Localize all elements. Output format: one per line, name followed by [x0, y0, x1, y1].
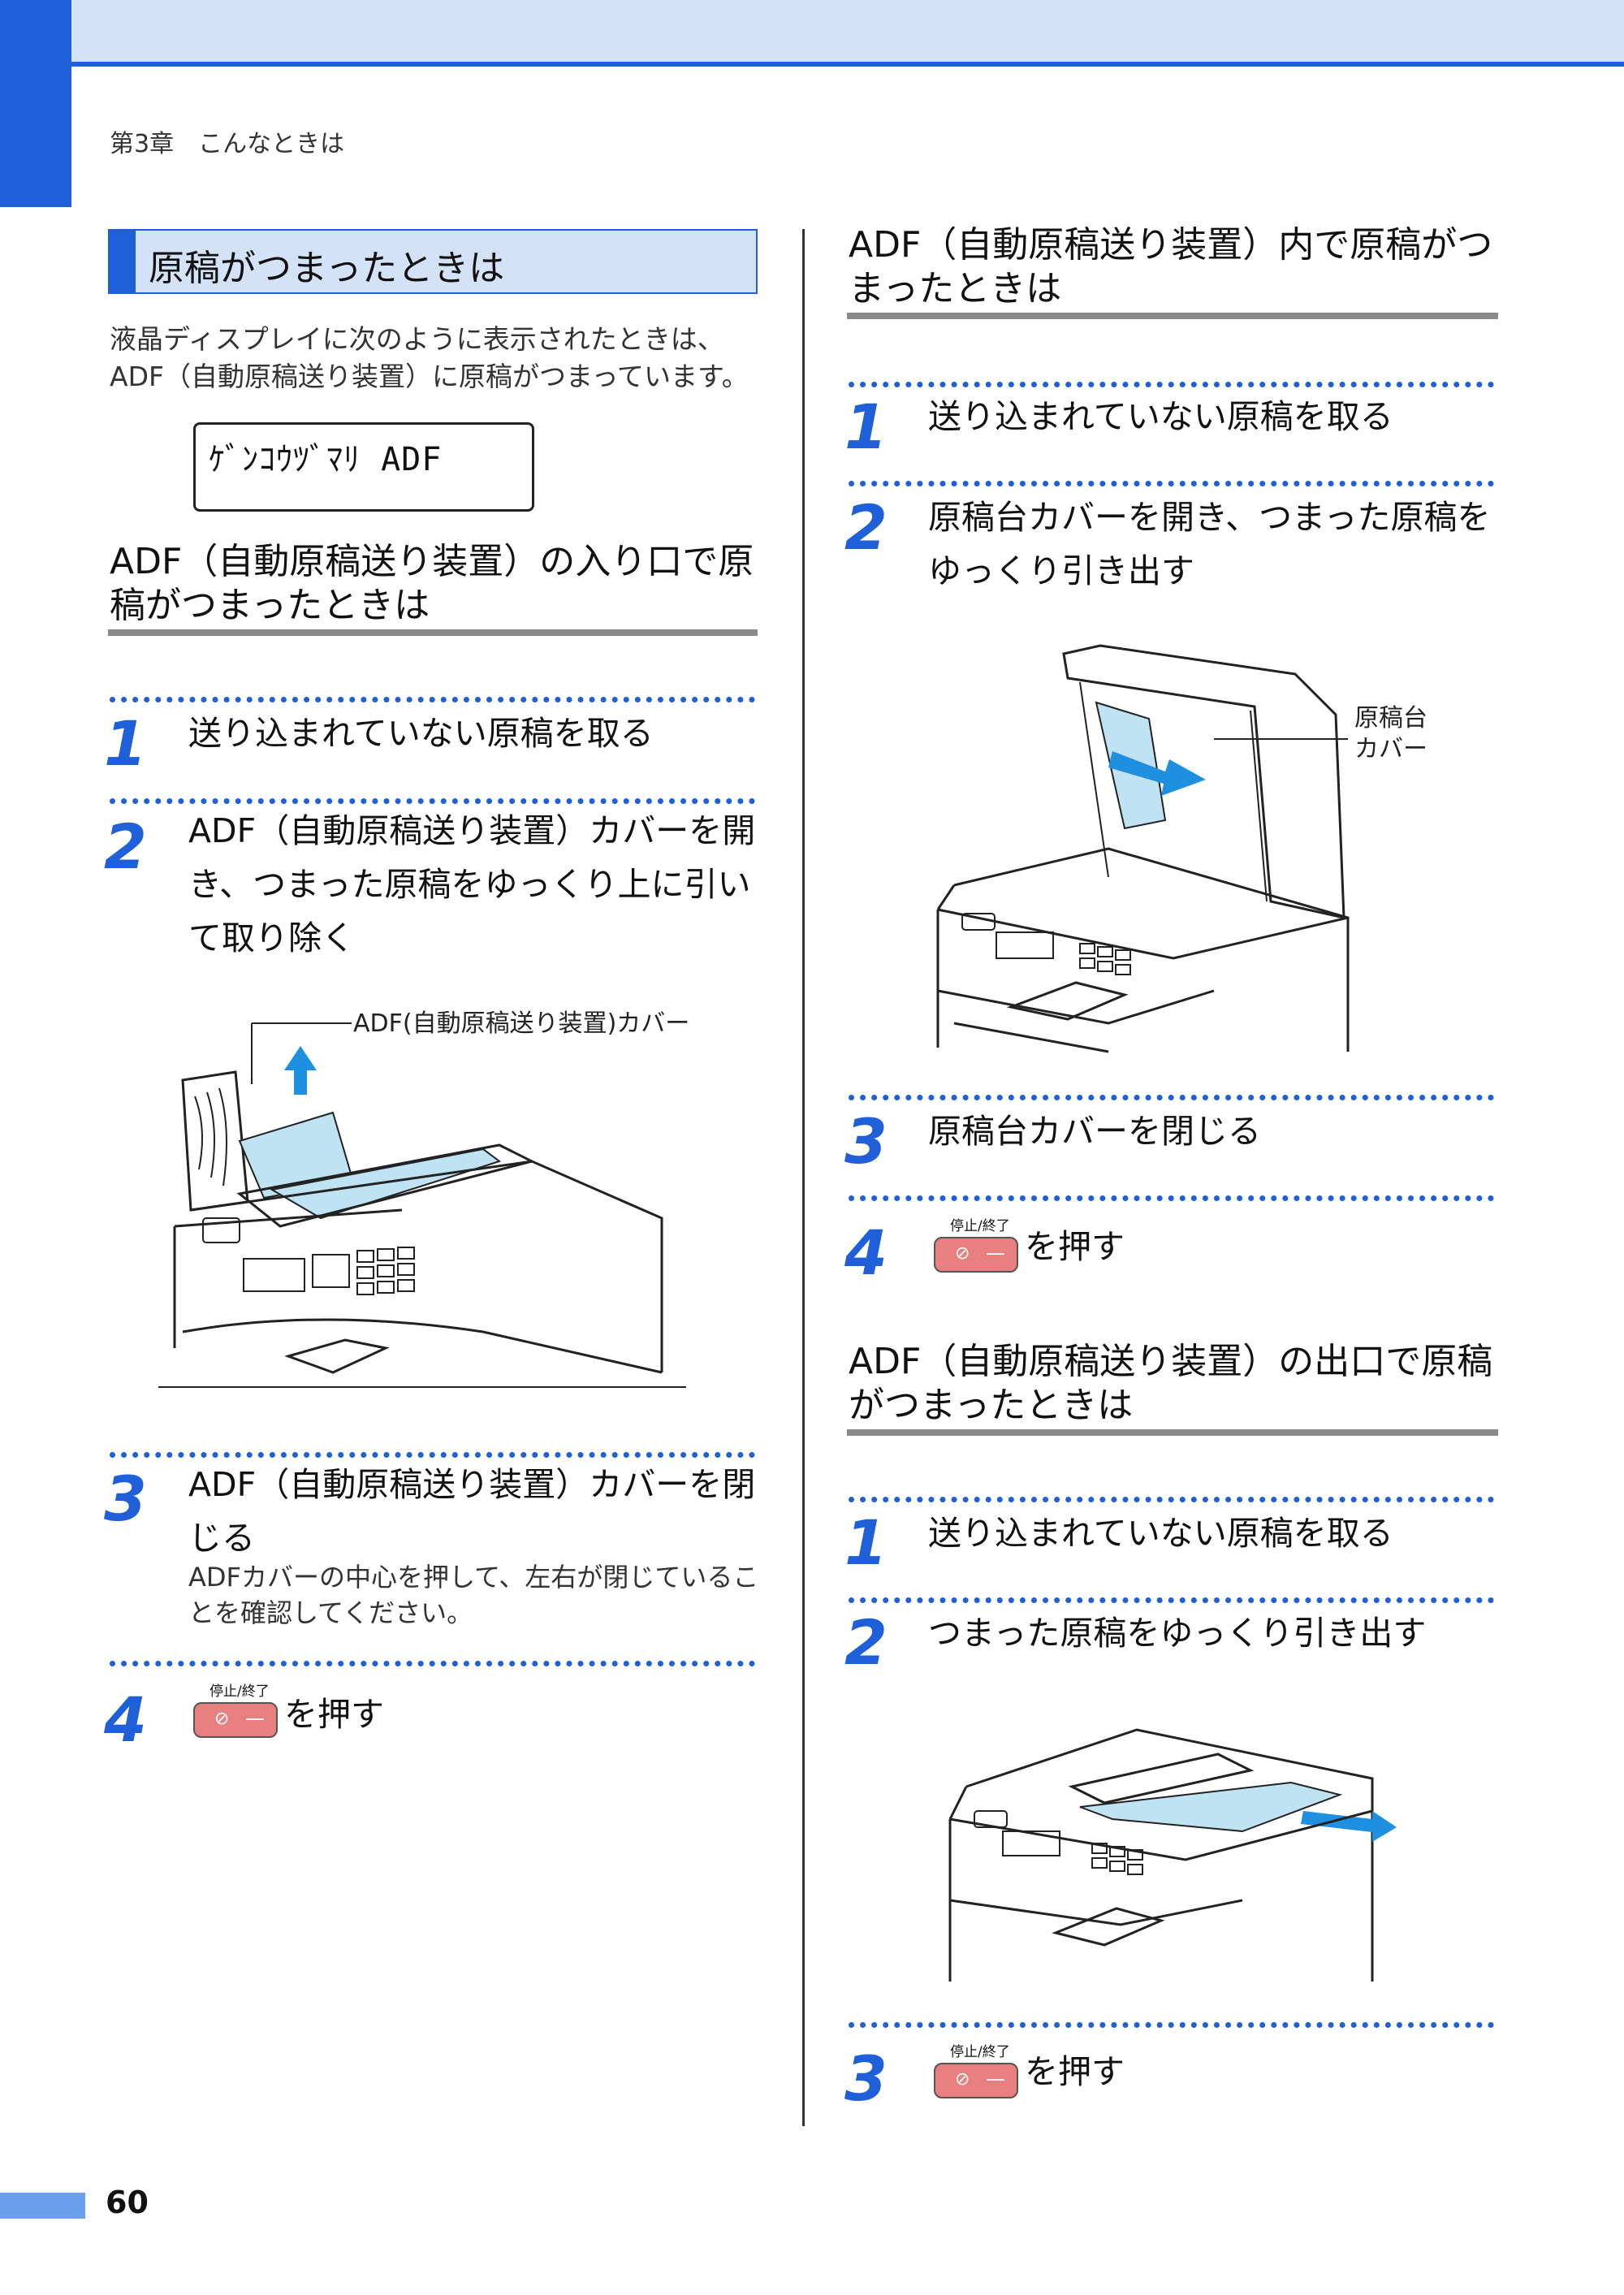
step-text: ADF（自動原稿送り装置）カバーを閉じる	[188, 1465, 756, 1558]
dash-icon: —	[986, 1242, 1005, 1264]
step-number: 4	[844, 1217, 888, 1289]
inside-rule	[847, 313, 1498, 319]
intro-text: 液晶ディスプレイに次のように表示されたときは、ADF（自動原稿送り装置）に原稿が…	[110, 323, 749, 392]
section-title: 原稿がつまったときは	[149, 248, 505, 289]
step-text: 送り込まれていない原稿を取る	[928, 397, 1393, 436]
step-divider	[110, 1661, 755, 1666]
column-divider	[802, 229, 805, 2126]
step-divider	[849, 1095, 1494, 1100]
section-heading-bar	[110, 231, 136, 292]
step-text: 送り込まれていない原稿を取る	[188, 714, 654, 753]
chapter-tab	[0, 0, 71, 207]
step-text: 原稿台カバーを閉じる	[928, 1112, 1261, 1151]
step-note: ADFカバーの中心を押して、左右が閉じていることを確認してください。	[188, 1562, 759, 1628]
step-text: ADF（自動原稿送り装置）カバーを開き、つまった原稿をゆっくり上に引いて取り除く	[188, 811, 756, 957]
stop-icon: ⊘	[214, 1709, 230, 1729]
step-divider	[849, 2022, 1494, 2028]
step-divider	[849, 481, 1494, 486]
step-divider	[849, 1597, 1494, 1603]
step-divider	[849, 382, 1494, 387]
chapter-title: 第3章 こんなときは	[110, 130, 345, 158]
step-divider	[110, 798, 755, 804]
stop-button-pill: ⊘ —	[934, 1237, 1018, 1273]
stop-exit-button: 停止/終了 ⊘ —	[193, 1679, 278, 1743]
step-divider	[110, 697, 755, 702]
step-text: 原稿台カバーを開き、つまった原稿をゆっくり引き出す	[928, 498, 1491, 590]
step-text: 送り込まれていない原稿を取る	[928, 1514, 1393, 1553]
step-divider	[849, 1497, 1494, 1502]
dash-icon: —	[986, 2068, 1005, 2090]
adf-exit-illustration	[948, 1728, 1397, 1982]
stop-icon: ⊘	[955, 1243, 970, 1264]
document-cover-illustration	[936, 644, 1350, 1053]
document-cover-callout: 原稿台カバー	[1354, 704, 1427, 763]
step-text: を押す	[1025, 1227, 1125, 1266]
stop-button-label: 停止/終了	[950, 1218, 1010, 1234]
step-number: 4	[104, 1683, 147, 1756]
adf-cover-illustration	[158, 1022, 686, 1388]
step-number: 2	[844, 1606, 888, 1679]
stop-button-pill: ⊘ —	[193, 1702, 278, 1738]
stop-icon: ⊘	[955, 2069, 970, 2090]
exit-title: ADF（自動原稿送り装置）の出口で原稿がつまったときは	[849, 1341, 1493, 1426]
inside-title: ADF（自動原稿送り装置）内で原稿がつまったときは	[849, 224, 1493, 309]
step-text: を押す	[284, 1695, 384, 1734]
stop-button-pill: ⊘ —	[934, 2063, 1018, 2098]
stop-button-label: 停止/終了	[209, 1683, 270, 1700]
step-number: 1	[844, 391, 888, 463]
stop-button-label: 停止/終了	[950, 2044, 1010, 2060]
step-number: 3	[844, 2042, 888, 2115]
page-number: 60	[106, 2185, 149, 2220]
entrance-rule	[108, 629, 758, 636]
entrance-title: ADF（自動原稿送り装置）の入り口で原稿がつまったときは	[110, 541, 754, 626]
step-divider	[849, 1195, 1494, 1201]
footer-tab	[0, 2193, 85, 2219]
step-number: 2	[104, 810, 147, 883]
header-rule	[0, 62, 1624, 67]
header-band	[0, 0, 1624, 63]
dash-icon: —	[245, 1707, 265, 1730]
step-number: 1	[104, 707, 147, 780]
lcd-display: ｹﾞﾝｺｳﾂﾞﾏﾘ ADF	[193, 422, 534, 512]
stop-exit-button: 停止/終了 ⊘ —	[934, 1214, 1018, 1277]
step-number: 3	[844, 1105, 888, 1178]
step-number: 3	[104, 1463, 147, 1535]
step-divider	[110, 1452, 755, 1458]
step-text: を押す	[1025, 2052, 1125, 2091]
step-number: 2	[844, 491, 888, 564]
stop-exit-button: 停止/終了 ⊘ —	[934, 2040, 1018, 2103]
adf-cover-callout: ADF(自動原稿送り装置)カバー	[353, 1009, 690, 1038]
lcd-message: ｹﾞﾝｺｳﾂﾞﾏﾘ ADF	[209, 441, 443, 478]
exit-rule	[847, 1429, 1498, 1436]
step-text: つまった原稿をゆっくり引き出す	[928, 1614, 1427, 1653]
section-heading: 原稿がつまったときは	[108, 229, 758, 294]
step-number: 1	[844, 1506, 888, 1579]
